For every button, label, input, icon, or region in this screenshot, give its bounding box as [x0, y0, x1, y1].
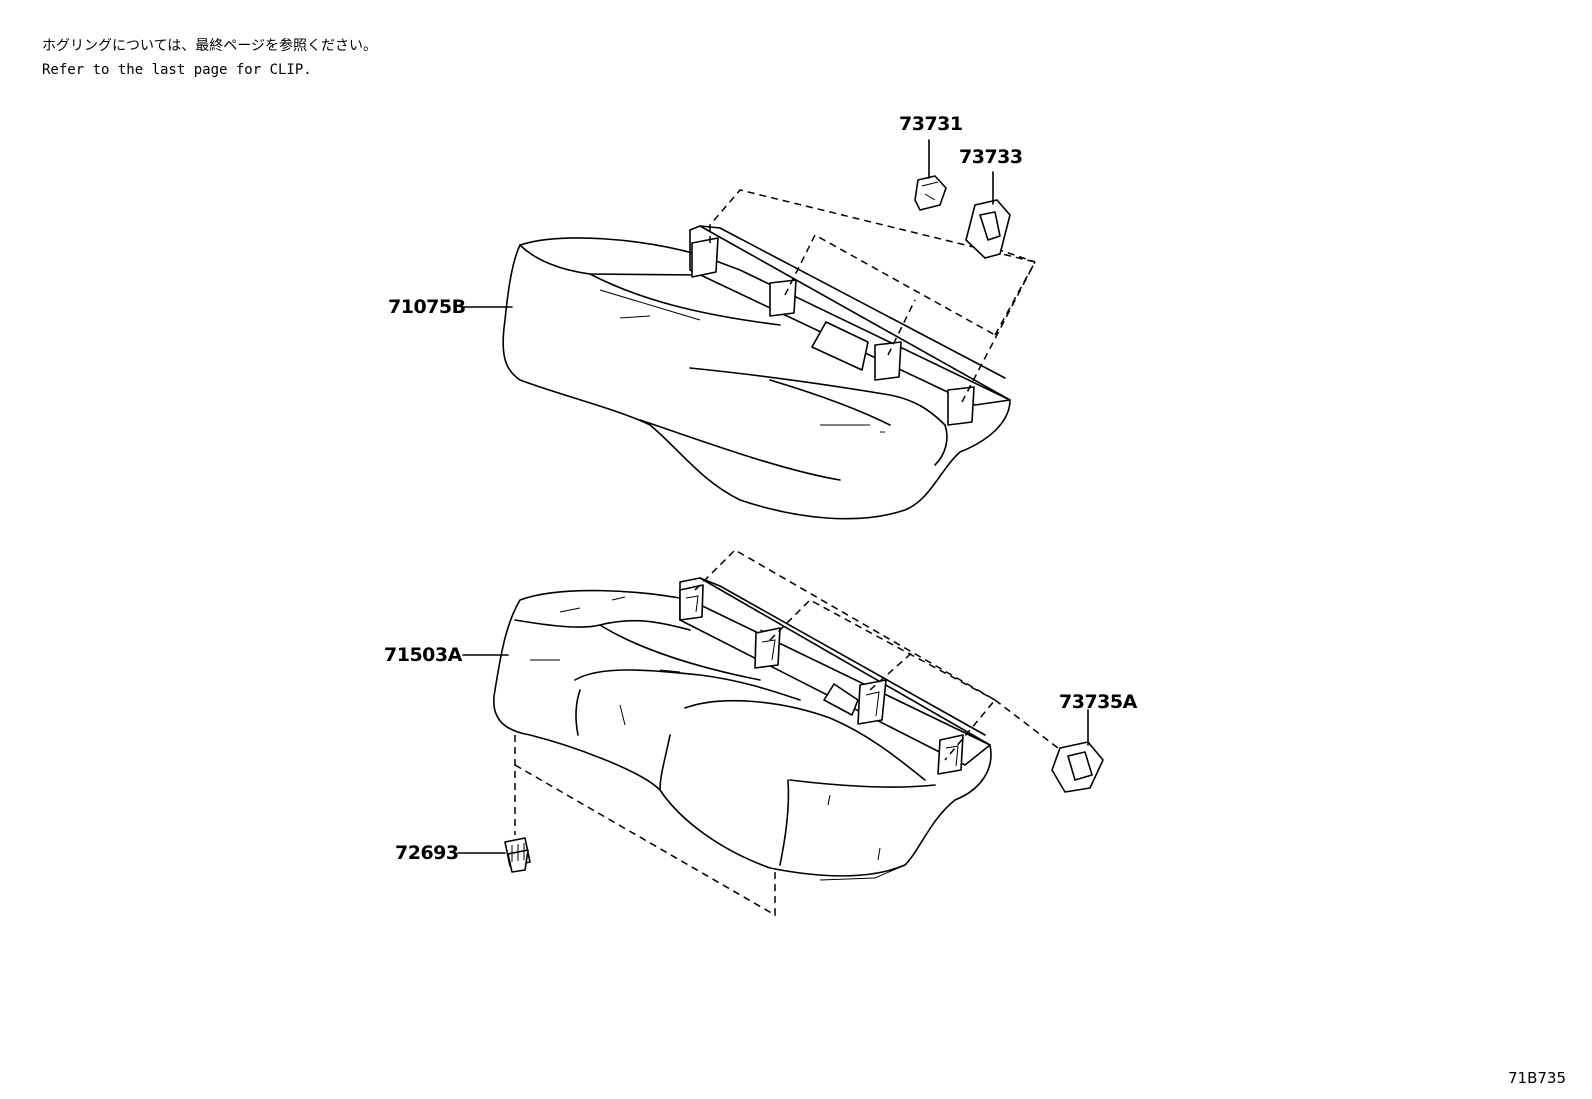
part-label-73731: 73731 — [899, 113, 963, 135]
part-label-71503a: 71503A — [384, 644, 462, 666]
part-label-73735a: 73735A — [1059, 691, 1137, 713]
fastener-72693-drawing — [504, 837, 531, 873]
part-label-73733: 73733 — [959, 146, 1023, 168]
seat-cushion-pad-drawing — [493, 577, 992, 881]
hog-ring-note-japanese: ホグリングについては、最終ページを参照ください。 — [42, 38, 378, 54]
part-label-71075b: 71075B — [388, 296, 466, 318]
diagram-code: 71B735 — [1507, 1069, 1566, 1087]
clip-note-english: Refer to the last page for CLIP. — [42, 62, 312, 78]
clip-73735a-drawing — [1051, 741, 1104, 793]
clip-73731-drawing — [914, 175, 947, 211]
bracket-73733-drawing — [965, 199, 1011, 259]
part-label-72693: 72693 — [395, 842, 459, 864]
seat-cushion-cover-drawing — [502, 225, 1011, 520]
